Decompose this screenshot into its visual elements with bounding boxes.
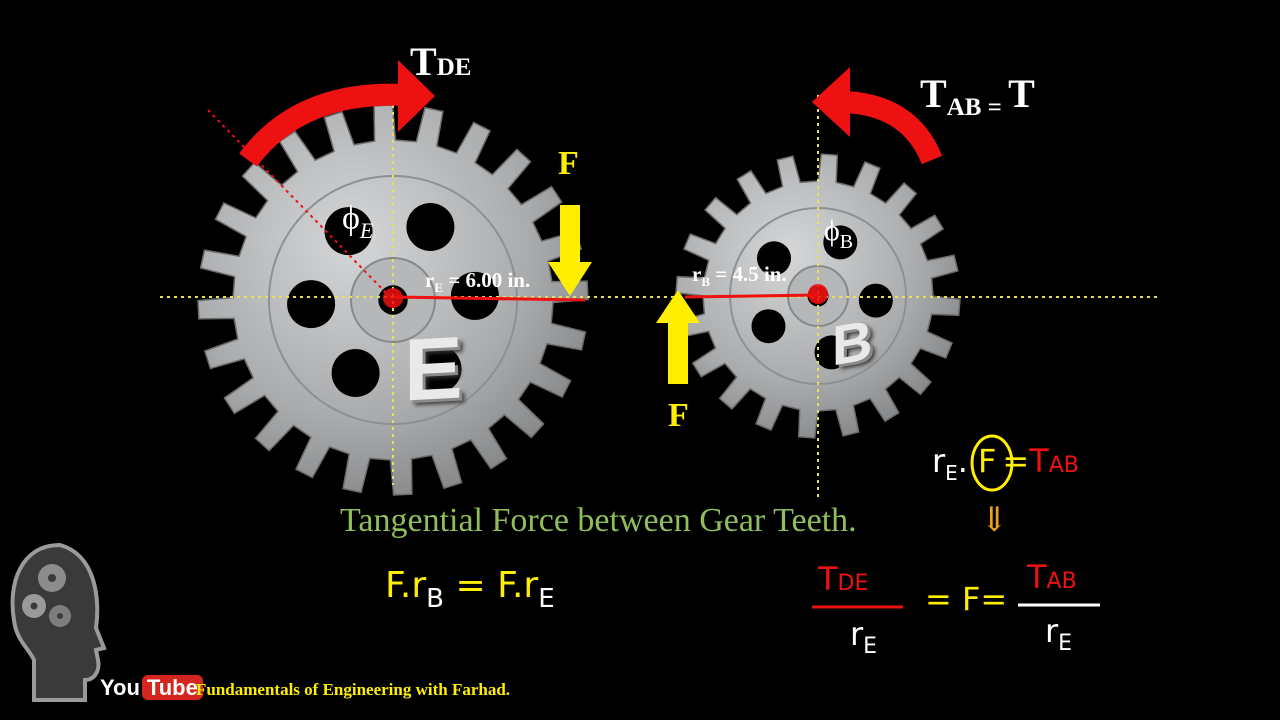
force-label-top: F (558, 145, 579, 182)
radius-line-b (684, 293, 819, 299)
gear-b-spoke-hole (757, 241, 791, 276)
torque-arrow-de-head (398, 60, 435, 132)
torque-de-label: TDE (410, 39, 472, 84)
center-b (808, 284, 828, 304)
gear-b-spoke-hole (814, 335, 849, 370)
equation-torque-force: rE.F=TAB (932, 442, 1079, 485)
gear-b-spoke-hole (858, 283, 893, 318)
fraction-2-numerator: TAB (1027, 558, 1077, 596)
gear-e-spoke-hole (331, 349, 380, 397)
gear-e-letter: E (404, 317, 463, 420)
torque-ab-label: TAB = T (920, 71, 1035, 121)
gear-b-letter: B (832, 307, 873, 378)
implies-arrow: ⇓ (980, 502, 1009, 539)
radius-line-e (392, 295, 586, 302)
fraction-1-numerator: TDE (818, 560, 869, 598)
phi-e-label: ϕE (342, 200, 374, 243)
torque-arrow-ab (844, 91, 943, 165)
fraction-1-denominator: rE (850, 615, 878, 659)
force-arrow-up (656, 290, 700, 384)
force-highlight-ellipse (970, 434, 1014, 492)
gear-e-spoke-hole (450, 271, 499, 320)
equation-radius-balance: F.rB = F.rE (385, 565, 555, 614)
gear-e-spoke-hole (287, 280, 336, 329)
gear-e-spoke-hole (406, 203, 455, 251)
channel-name: Fundamentals of Engineering with Farhad. (196, 680, 511, 699)
gear-e-spoke-hole (413, 344, 462, 393)
phi-b-label: ϕB (824, 214, 854, 253)
diagonal-reference-line (207, 109, 391, 298)
center-e (383, 288, 403, 308)
force-arrow-down (548, 205, 592, 296)
gear-e-spoke-hole (324, 207, 373, 256)
radius-b-label: rB = 4.5 in. (692, 262, 787, 289)
channel-logo (10, 542, 107, 702)
radius-e-label: rE = 6.00 in. (425, 268, 531, 295)
fraction-2-denominator: rE (1045, 612, 1073, 656)
torque-arrow-ab-head (812, 67, 850, 137)
caption: Tangential Force between Gear Teeth. (340, 502, 857, 539)
force-label-bottom: F (668, 397, 689, 434)
gear-b-spoke-hole (751, 309, 786, 344)
gear-b-spoke-hole (823, 225, 858, 260)
fraction-middle: = F= (925, 580, 1008, 618)
torque-arrow-de (239, 83, 406, 167)
